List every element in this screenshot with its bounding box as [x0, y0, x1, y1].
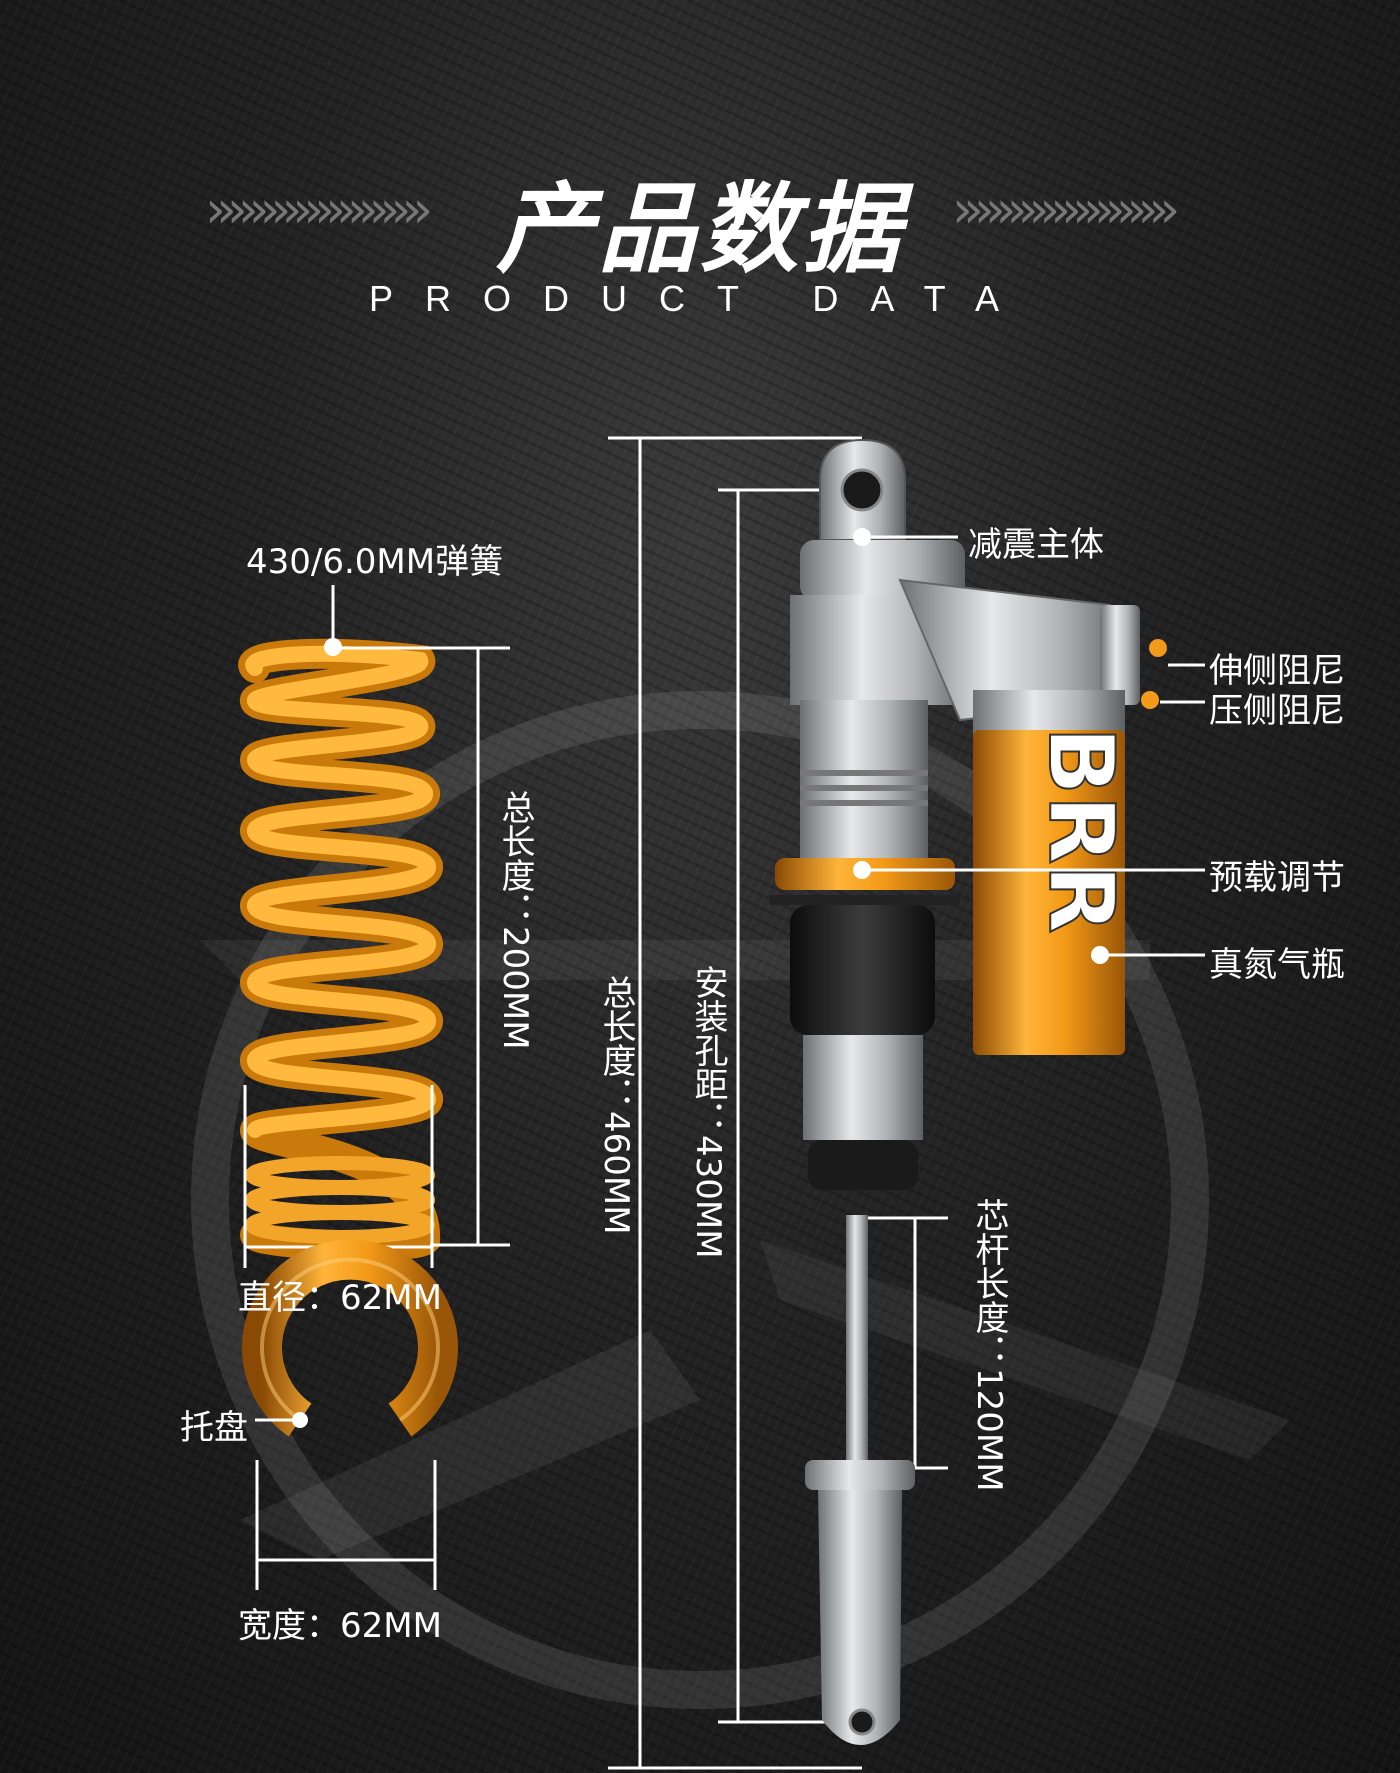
- spring-length-label: 总长度：200MM: [495, 790, 535, 1050]
- shock-absorber: [770, 438, 1167, 1745]
- callout-shock-body: 减震主体: [968, 525, 1104, 565]
- total-length-label: 总长度：460MM: [596, 975, 636, 1235]
- tray-name-label: 托盘: [180, 1408, 248, 1448]
- spring: [238, 638, 443, 1261]
- callout-preload-adjust: 预载调节: [1209, 858, 1345, 898]
- callout-compression-damping: 压侧阻尼: [1209, 691, 1345, 731]
- chevrons-left: »»»»»»»»»»: [205, 180, 433, 240]
- shaft-length-label: 芯杆长度：120MM: [969, 1198, 1009, 1492]
- page-subtitle: PRODUCT DATA: [368, 278, 1031, 319]
- tray-width-label: 宽度：62MM: [238, 1606, 442, 1646]
- callout-rebound-damping: 伸侧阻尼: [1209, 651, 1345, 691]
- tray: [242, 1239, 458, 1437]
- spring-spec-label: 430/6.0MM弹簧: [246, 542, 504, 582]
- mount-distance-label: 安装孔距：430MM: [688, 965, 728, 1259]
- chevrons-right: »»»»»»»»»»: [952, 180, 1180, 240]
- spring-diameter-label: 直径：62MM: [238, 1278, 442, 1318]
- callout-nitrogen-reservoir: 真氮气瓶: [1209, 945, 1345, 985]
- page-title: 产品数据: [495, 173, 904, 287]
- brand-logo: BRR: [1028, 726, 1133, 933]
